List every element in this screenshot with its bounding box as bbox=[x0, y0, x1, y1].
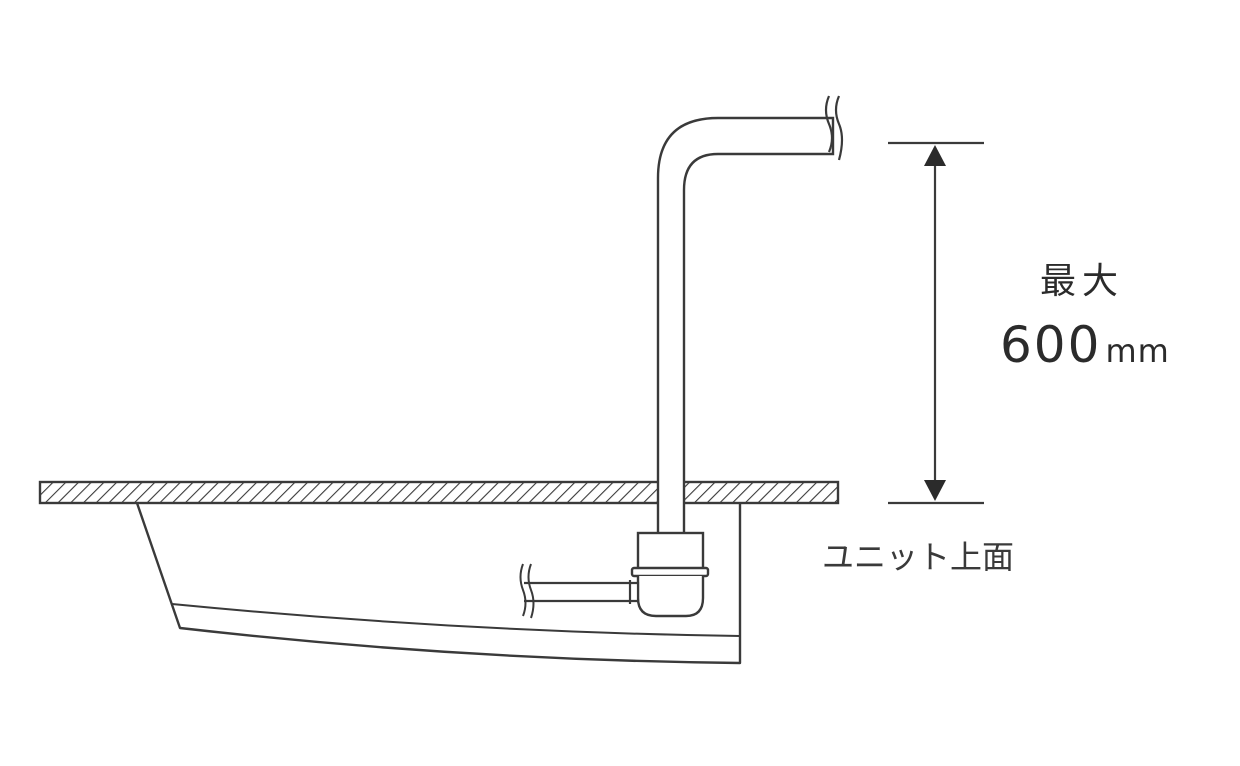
unit-top-surface-label: ユニット上面 bbox=[822, 538, 1015, 576]
height-unit: mm bbox=[1105, 332, 1170, 370]
outlet-pipe bbox=[524, 580, 640, 604]
drain-pipe bbox=[656, 116, 835, 533]
pipe-break-outlet bbox=[519, 563, 535, 619]
dimension-marker bbox=[888, 141, 984, 505]
counter-top bbox=[38, 480, 840, 505]
drain-trap bbox=[630, 531, 710, 618]
height-number: 600 bbox=[1000, 316, 1102, 374]
max-label: 最大 bbox=[1040, 261, 1125, 302]
unit-basin bbox=[135, 502, 742, 665]
pipe-break-top bbox=[824, 95, 844, 161]
